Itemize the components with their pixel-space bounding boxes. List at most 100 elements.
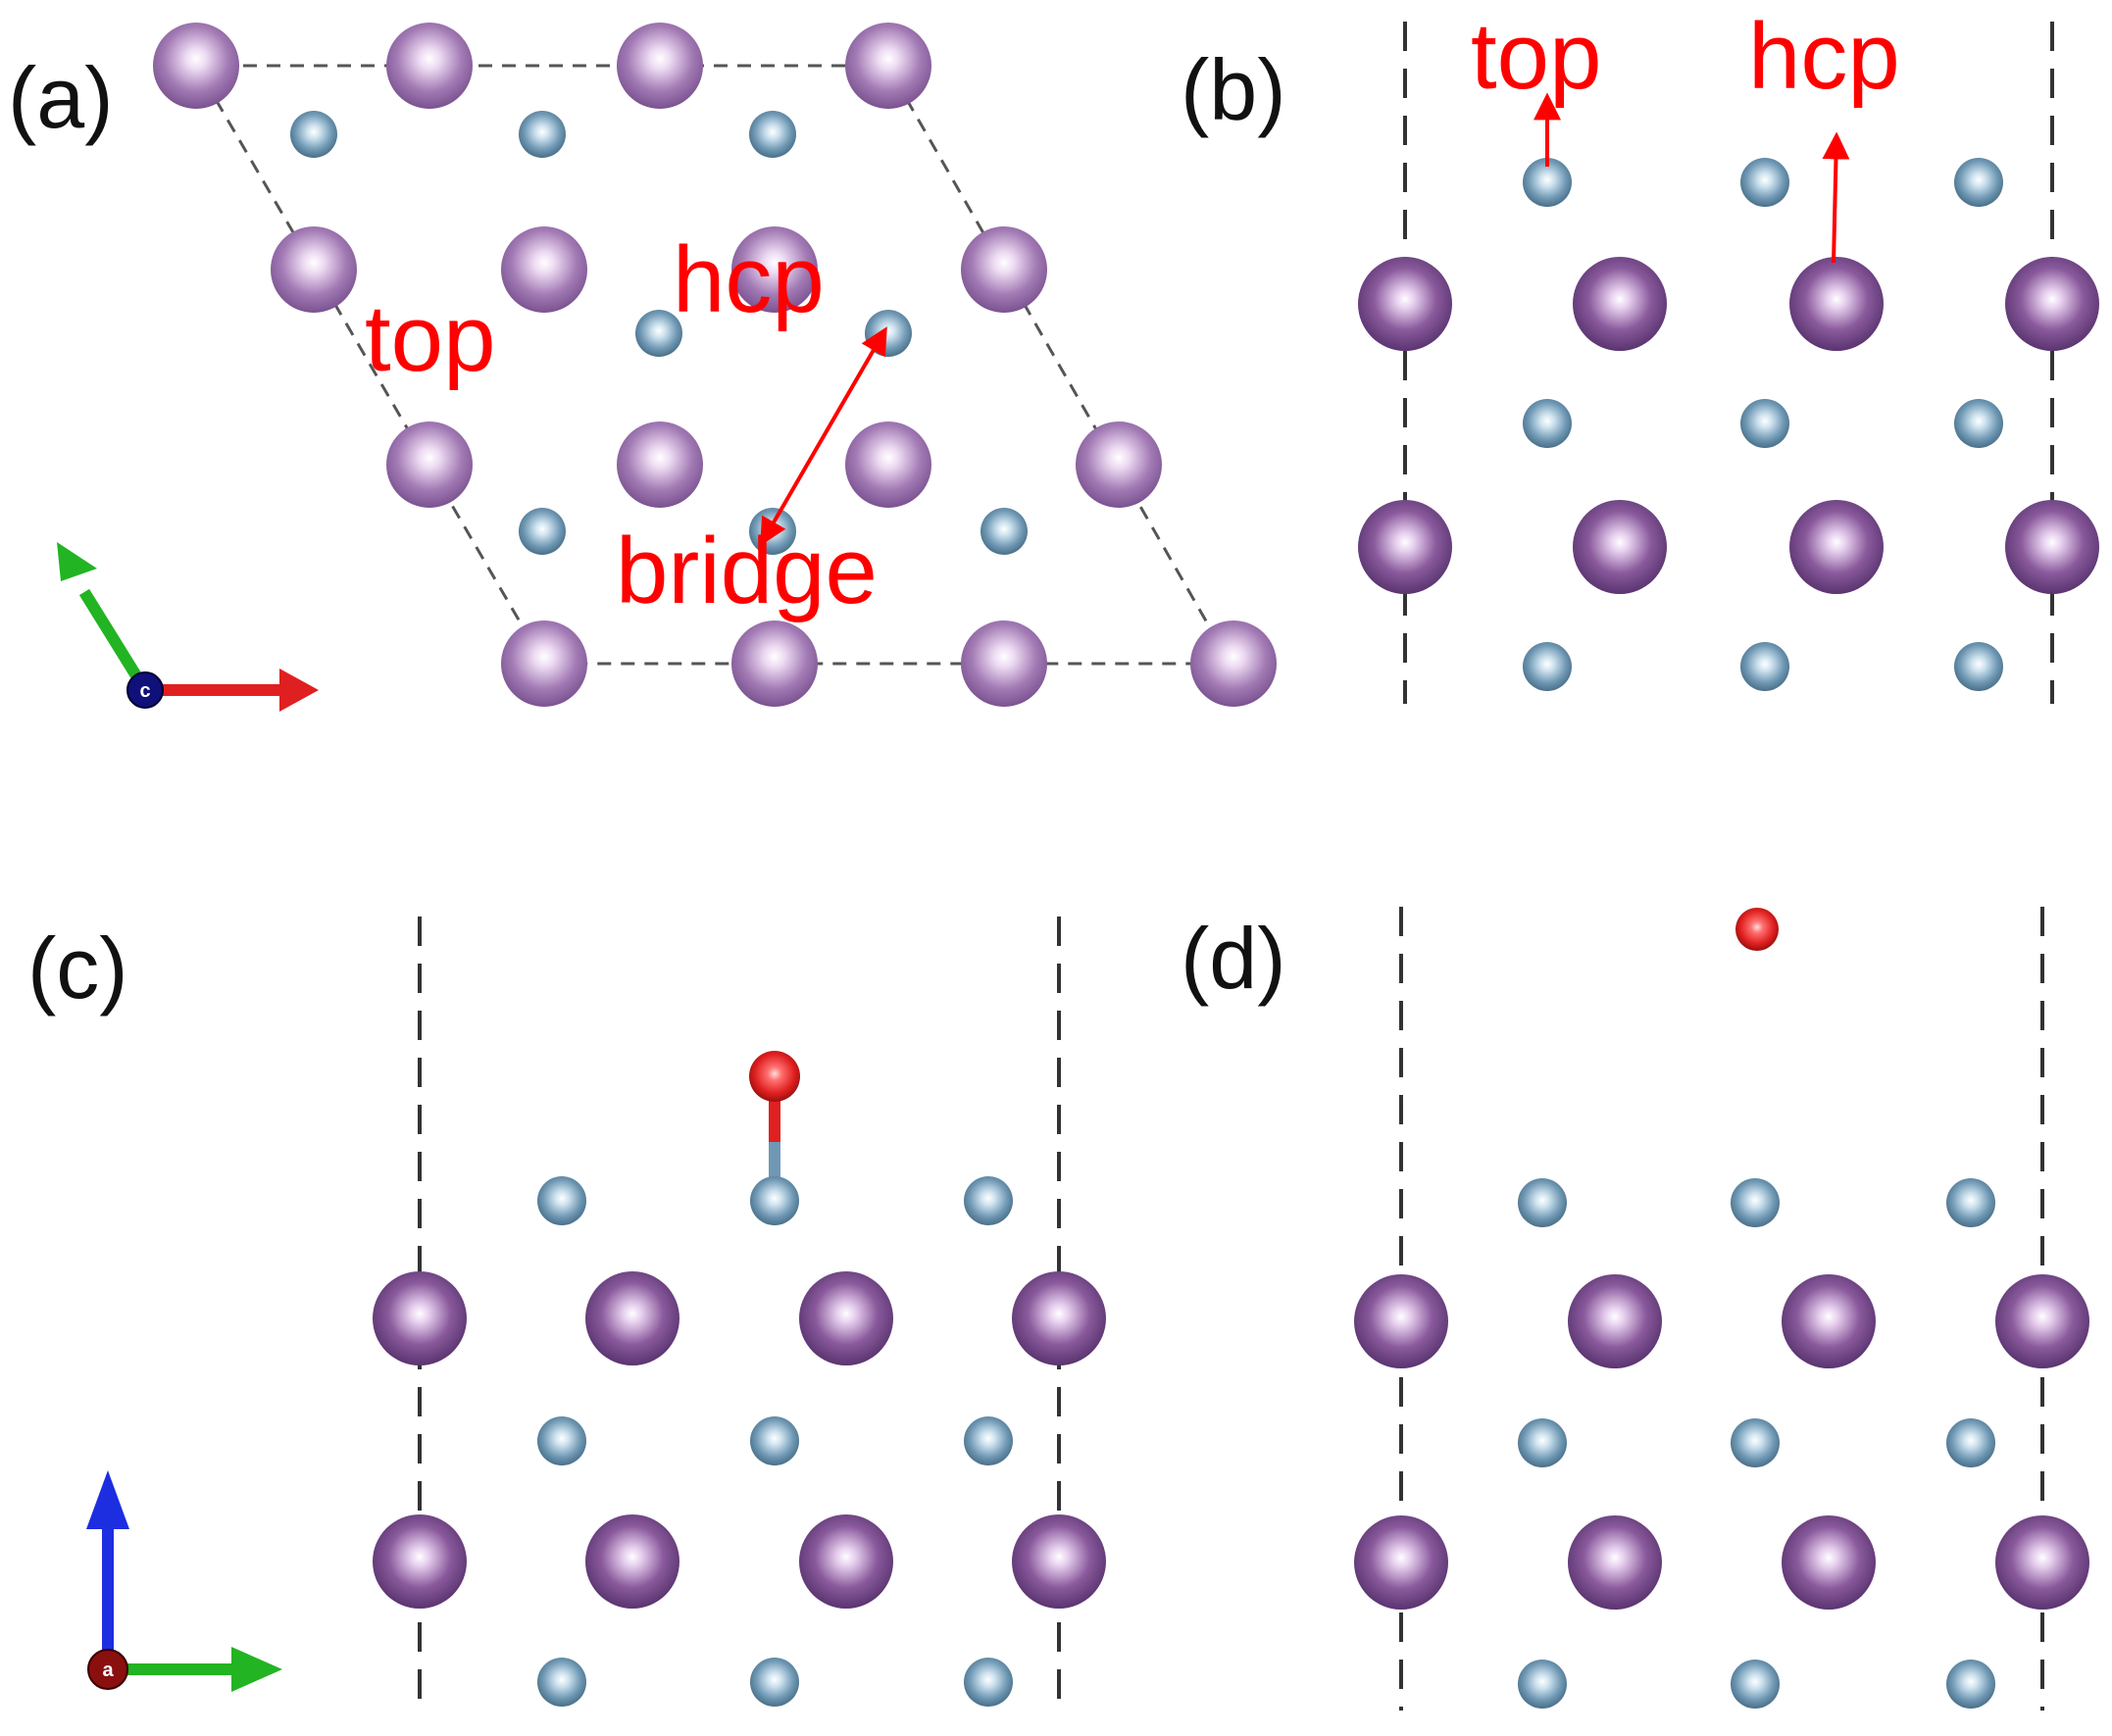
large-atom [1782, 1515, 1876, 1610]
small-atom [1740, 642, 1789, 691]
large-atom [1012, 1514, 1106, 1609]
axis-letter-a: a [102, 1660, 114, 1681]
small-atom [537, 1176, 586, 1225]
large-atom [2005, 500, 2099, 594]
large-atom [1358, 500, 1452, 594]
large-atom [1789, 500, 1884, 594]
large-atoms-a [153, 23, 1277, 707]
large-atom [386, 23, 473, 109]
small-atom [749, 111, 796, 158]
large-atom [1568, 1274, 1662, 1368]
bridge-arrow [760, 326, 887, 546]
large-atom [1782, 1274, 1876, 1368]
large-atom [501, 226, 587, 313]
small-atom [519, 111, 566, 158]
large-atoms-c [373, 1271, 1106, 1609]
small-atom [635, 310, 682, 357]
large-atom [585, 1271, 679, 1365]
small-atom [750, 1658, 799, 1707]
large-atom [1995, 1515, 2089, 1610]
panel-a-label: (a) [8, 49, 114, 146]
large-atom [1012, 1271, 1106, 1365]
large-atom [1354, 1274, 1448, 1368]
small-atom [1518, 1660, 1567, 1709]
large-atom [617, 23, 703, 109]
large-atom [961, 226, 1047, 313]
large-atom [153, 23, 239, 109]
panel-b-label: (b) [1181, 41, 1286, 138]
small-atom [1946, 1418, 1995, 1467]
large-atom [1190, 620, 1277, 707]
large-atom [2005, 257, 2099, 351]
large-atom [585, 1514, 679, 1609]
small-atom [1518, 1418, 1567, 1467]
large-atom [1358, 257, 1452, 351]
large-atoms-d [1354, 1274, 2089, 1610]
large-atom [501, 620, 587, 707]
small-atom [1740, 399, 1789, 448]
small-atom [750, 1176, 799, 1225]
large-atom [1076, 422, 1162, 508]
small-atom [1740, 158, 1789, 207]
small-atom [1523, 158, 1572, 207]
large-atoms-b [1358, 257, 2099, 594]
crystal-axes-triad-a: c [57, 542, 319, 712]
small-atom [1731, 1418, 1780, 1467]
large-atom [1995, 1274, 2089, 1368]
large-atom [799, 1514, 893, 1609]
large-atom [1354, 1515, 1448, 1610]
large-atom [271, 226, 357, 313]
small-atom [964, 1176, 1013, 1225]
small-atom [1946, 1178, 1995, 1227]
site-label-top-a: top [365, 286, 495, 391]
large-atom [617, 422, 703, 508]
large-atom [845, 422, 931, 508]
large-atom [373, 1271, 467, 1365]
small-atom [964, 1658, 1013, 1707]
large-atom [1573, 500, 1667, 594]
large-atom [1573, 257, 1667, 351]
large-atom [386, 422, 473, 508]
small-atom [290, 111, 337, 158]
adsorbate-atom-d [1735, 908, 1779, 951]
crystal-axes-triad-c: a [86, 1470, 282, 1692]
small-atom [1954, 399, 2003, 448]
small-atom [1946, 1660, 1995, 1709]
large-atom [731, 226, 818, 313]
large-atom [799, 1271, 893, 1365]
small-atom [1523, 642, 1572, 691]
small-atoms-d [1518, 1178, 1995, 1709]
axis-letter-c: c [139, 680, 150, 702]
small-atoms-c [537, 1176, 1013, 1707]
large-atom [373, 1514, 467, 1609]
small-atom [964, 1416, 1013, 1465]
small-atom [537, 1658, 586, 1707]
adsorbate-atom-c [749, 1051, 800, 1102]
large-atom [1789, 257, 1884, 351]
small-atom [1954, 158, 2003, 207]
small-atom [1518, 1178, 1567, 1227]
panel-d: (d) [1181, 907, 2089, 1711]
small-atom [750, 1416, 799, 1465]
small-atoms-b [1523, 158, 2003, 691]
hcp-site-arrow [1822, 131, 1850, 264]
large-atom [1568, 1515, 1662, 1610]
site-label-top-b: top [1471, 4, 1601, 109]
large-atom [845, 23, 931, 109]
small-atom [1954, 642, 2003, 691]
site-label-hcp-a: hcp [673, 227, 825, 332]
panel-c: (c) a [27, 917, 1106, 1707]
small-atom [1731, 1660, 1780, 1709]
small-atom [537, 1416, 586, 1465]
panel-d-label: (d) [1181, 910, 1286, 1007]
panel-b: (b) top hcp [1181, 4, 2099, 704]
small-atom [519, 508, 566, 555]
panel-c-label: (c) [27, 919, 128, 1017]
large-atom [961, 620, 1047, 707]
site-label-bridge-a: bridge [616, 519, 878, 623]
small-atom [1731, 1178, 1780, 1227]
small-atom [981, 508, 1028, 555]
large-atom [731, 620, 818, 707]
panel-a: (a) top hcp bridge c [8, 23, 1277, 712]
